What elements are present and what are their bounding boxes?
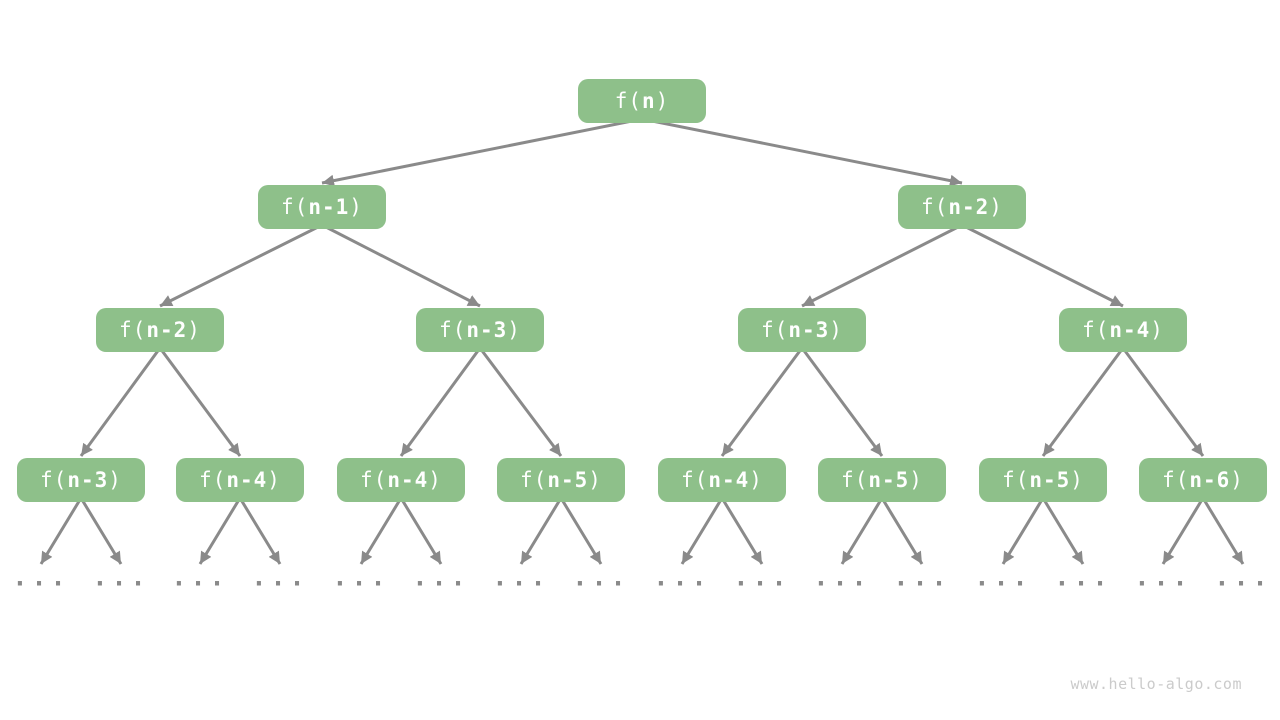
node-label: f(n-4) (360, 468, 442, 492)
node-label: f(n-3) (761, 318, 843, 342)
node-label: f(n-4) (681, 468, 763, 492)
tree-edge-arrow (641, 117, 963, 187)
tree-edge-arrow (359, 497, 403, 565)
tree-edge-arrow (321, 223, 481, 308)
tree-edge-arrow (79, 347, 162, 457)
tree-node-f(n-3): f(n-3) (416, 308, 544, 352)
ellipsis-leaf: ... (893, 562, 951, 592)
node-label: f(n-5) (520, 468, 602, 492)
node-label: f(n) (614, 89, 670, 113)
node-label: f(n-5) (1002, 468, 1084, 492)
watermark: www.hello-algo.com (1070, 675, 1242, 693)
tree-edge-arrow (198, 497, 242, 565)
node-label: f(n-6) (1162, 468, 1244, 492)
tree-edge-arrow (1121, 347, 1205, 457)
tree-edge-arrow (880, 497, 924, 565)
tree-node-f(n-5): f(n-5) (497, 458, 625, 502)
ellipsis-leaf: ... (1054, 562, 1112, 592)
tree-edge-arrow (801, 223, 963, 308)
tree-node-f(n-2): f(n-2) (898, 185, 1026, 229)
tree-edge-arrow (79, 497, 123, 565)
ellipsis-leaf: ... (171, 562, 229, 592)
tree-edge-arrow (158, 347, 242, 457)
tree-node-f(n-4): f(n-4) (1059, 308, 1187, 352)
node-label: f(n-4) (1082, 318, 1164, 342)
tree-node-f(n-4): f(n-4) (658, 458, 786, 502)
tree-node-f(n-3): f(n-3) (17, 458, 145, 502)
ellipsis-leaf: ... (653, 562, 711, 592)
ellipsis-leaf: ... (1134, 562, 1192, 592)
node-label: f(n-5) (841, 468, 923, 492)
tree-node-f(n-1): f(n-1) (258, 185, 386, 229)
tree-edge-arrow (399, 347, 482, 457)
tree-edge-arrow (399, 497, 443, 565)
tree-edge-arrow (961, 223, 1124, 308)
ellipsis-leaf: ... (733, 562, 791, 592)
tree-edge-arrow (680, 497, 724, 565)
tree-edge-arrow (159, 223, 323, 308)
tree-node-f(n-5): f(n-5) (979, 458, 1107, 502)
tree-edge-arrow (1161, 497, 1205, 565)
tree-node-f(n-4): f(n-4) (337, 458, 465, 502)
node-label: f(n-3) (439, 318, 521, 342)
tree-node-f(n-3): f(n-3) (738, 308, 866, 352)
ellipsis-leaf: ... (492, 562, 550, 592)
ellipsis-leaf: ... (251, 562, 309, 592)
ellipsis-leaf: ... (332, 562, 390, 592)
ellipsis-leaf: ... (1214, 562, 1272, 592)
node-label: f(n-2) (921, 195, 1003, 219)
ellipsis-leaf: ... (412, 562, 470, 592)
tree-edge-arrow (39, 497, 83, 565)
tree-edge-arrow (321, 117, 643, 187)
tree-edge-arrow (720, 497, 764, 565)
tree-edge-arrow (478, 347, 563, 457)
tree-node-f(n-6): f(n-6) (1139, 458, 1267, 502)
tree-node-f(n-2): f(n-2) (96, 308, 224, 352)
node-label: f(n-2) (119, 318, 201, 342)
ellipsis-leaf: ... (92, 562, 150, 592)
tree-node-f(n): f(n) (578, 79, 706, 123)
ellipsis-leaf: ... (813, 562, 871, 592)
node-label: f(n-3) (40, 468, 122, 492)
tree-edge-arrow (720, 347, 804, 457)
node-label: f(n-1) (281, 195, 363, 219)
tree-edge-arrow (559, 497, 603, 565)
tree-edge-arrow (800, 347, 884, 457)
node-label: f(n-4) (199, 468, 281, 492)
tree-node-f(n-4): f(n-4) (176, 458, 304, 502)
tree-edge-arrow (1041, 497, 1085, 565)
tree-node-f(n-5): f(n-5) (818, 458, 946, 502)
tree-edge-arrow (1201, 497, 1245, 565)
tree-edge-arrow (840, 497, 884, 565)
tree-edge-arrow (238, 497, 282, 565)
tree-edge-arrow (519, 497, 563, 565)
tree-edge-arrow (1001, 497, 1045, 565)
ellipsis-leaf: ... (12, 562, 70, 592)
ellipsis-leaf: ... (974, 562, 1032, 592)
tree-edge-arrow (1041, 347, 1125, 457)
ellipsis-leaf: ... (572, 562, 630, 592)
